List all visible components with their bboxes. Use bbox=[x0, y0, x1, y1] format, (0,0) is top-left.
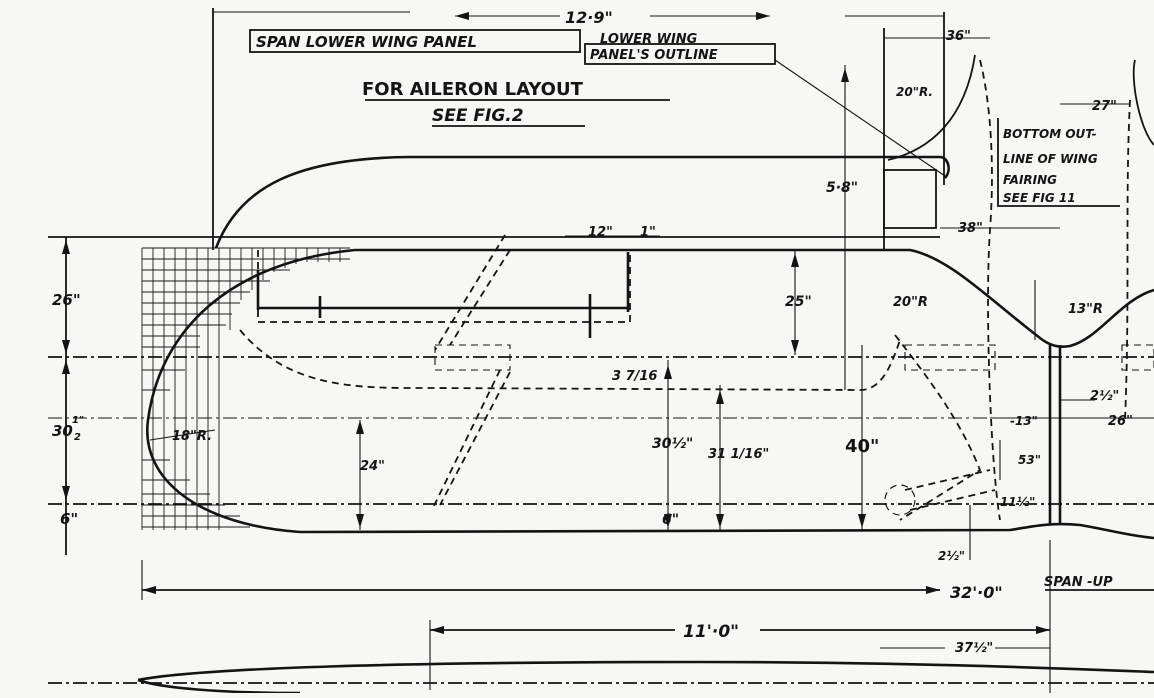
mid-fitting bbox=[904, 344, 996, 371]
fairing-label-2: LINE OF WING bbox=[1003, 152, 1098, 166]
dim-left-30-num: 1" bbox=[72, 415, 84, 426]
strut-upper bbox=[434, 234, 511, 351]
span-up-label: SPAN -UP bbox=[1044, 575, 1113, 590]
dim-12: 12" bbox=[588, 225, 613, 240]
arrowheads bbox=[62, 12, 1050, 634]
fairing-curve-top bbox=[887, 54, 976, 161]
strut-lower bbox=[431, 369, 511, 511]
right-fitting bbox=[1121, 344, 1154, 371]
dim-top-span: 12·9" bbox=[565, 8, 613, 27]
dim-13: -13" bbox=[1010, 414, 1038, 428]
dim-2-5b: 2½" bbox=[938, 549, 965, 563]
wing-outlines bbox=[48, 8, 1154, 695]
dim-25: 25" bbox=[785, 294, 812, 310]
dim-40: 40" bbox=[845, 436, 879, 457]
dim-30-5: 30½" bbox=[652, 436, 693, 452]
rear-spar-dashed bbox=[239, 329, 901, 391]
dim-13r: 13"R bbox=[1068, 302, 1103, 317]
airfoil-section-top bbox=[137, 660, 1154, 682]
dim-5-8: 5·8" bbox=[826, 180, 858, 196]
outline-leader bbox=[774, 59, 946, 177]
lower-wing-panel-outline bbox=[214, 155, 950, 249]
dim-24: 24" bbox=[360, 459, 385, 474]
aileron-label-2: SEE FIG.2 bbox=[432, 106, 524, 126]
wing-leading-edge bbox=[355, 248, 1154, 349]
cabane-strut-dashed bbox=[894, 334, 982, 521]
fairing-block bbox=[883, 169, 937, 229]
dim-2-5: 2½" bbox=[1090, 389, 1119, 404]
span-label-box bbox=[249, 29, 581, 53]
fairing-label-3: FAIRING bbox=[1003, 173, 1057, 187]
strut-fitting bbox=[434, 344, 511, 371]
aileron-outline bbox=[257, 250, 631, 323]
dim-31: 31 1/16" bbox=[708, 447, 769, 462]
dim-53: 53" bbox=[1018, 453, 1041, 467]
dim-26: 26" bbox=[1108, 414, 1133, 429]
cabane-eye bbox=[884, 484, 916, 516]
dim-1: 1" bbox=[640, 225, 656, 240]
dim-37: 37½" bbox=[955, 641, 993, 656]
wing-planform-outline bbox=[145, 248, 1154, 540]
dim-32: 32'·0" bbox=[950, 583, 1003, 602]
dim-11: 11½" bbox=[1000, 495, 1035, 509]
dim-27: 27" bbox=[1092, 99, 1117, 114]
dim-3-7-16: 3 7/16 bbox=[612, 369, 657, 384]
cabane-fitting bbox=[904, 469, 996, 511]
span-lower-wing-label: SPAN LOWER WING PANEL bbox=[256, 33, 477, 51]
dim-left-30: 30 bbox=[52, 422, 73, 440]
dim-38: 38" bbox=[958, 221, 983, 236]
dim-left-30-den: 2 bbox=[74, 432, 81, 443]
airfoil-section-bottom bbox=[137, 678, 301, 695]
outline-label-1: LOWER WING bbox=[600, 32, 698, 47]
dim-18r: 18"R. bbox=[172, 429, 212, 444]
dim-11-0: 11'·0" bbox=[683, 622, 739, 642]
outline-label-2: PANEL'S OUTLINE bbox=[590, 48, 718, 63]
fairing-label-1: BOTTOM OUT- bbox=[1003, 127, 1097, 141]
notes-text: SPAN LOWER WING PANEL LOWER WING PANEL'S… bbox=[256, 32, 1113, 590]
dim-20r-top: 20"R. bbox=[896, 85, 933, 99]
dim-left-26: 26" bbox=[52, 291, 81, 309]
dim-18r-line bbox=[149, 429, 216, 441]
fairing-label-box bbox=[997, 118, 1120, 207]
fairing-dashed-1 bbox=[979, 59, 1001, 521]
outline-label-box bbox=[584, 43, 776, 65]
dim-20r-mid: 20"R bbox=[893, 295, 928, 310]
fairing-dashed-2 bbox=[1124, 99, 1131, 421]
fairing-curve-right bbox=[1132, 59, 1154, 146]
fairing-label-4: SEE FIG 11 bbox=[1003, 191, 1076, 205]
dim-left-6: 6" bbox=[60, 510, 78, 528]
dim-36: 36" bbox=[946, 29, 971, 44]
aileron-label-1: FOR AILERON LAYOUT bbox=[362, 79, 584, 100]
dimension-text: 12·9" 36" 20"R. 27" 5·8" 38" 12" 1" 26" … bbox=[52, 8, 1133, 656]
